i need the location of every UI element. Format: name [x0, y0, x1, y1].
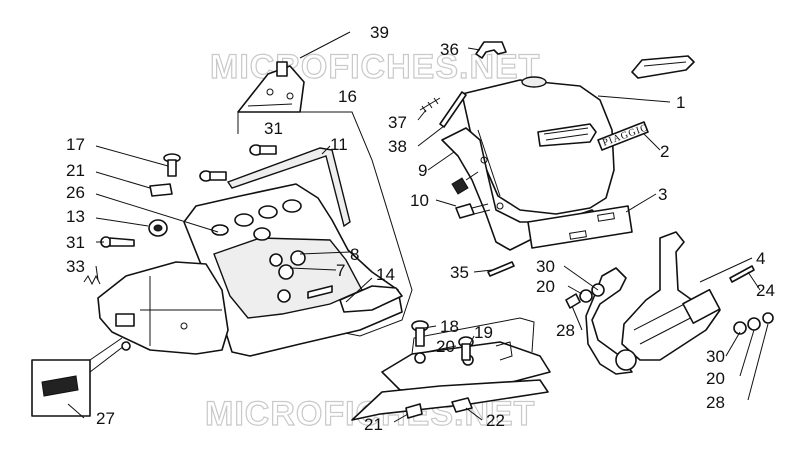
callout-28-a: 28: [556, 321, 575, 340]
callout-22: 22: [486, 411, 505, 430]
left-side-cover: [97, 261, 229, 355]
callout-30-a: 30: [536, 257, 555, 276]
callout-31-a: 31: [264, 119, 283, 138]
callout-21-a: 21: [66, 161, 85, 180]
callout-17: 17: [66, 135, 85, 154]
callout-33: 33: [66, 257, 85, 276]
lower-mount-plate: [351, 317, 551, 421]
callout-3: 3: [658, 185, 667, 204]
part-31-screw-top: [199, 144, 277, 182]
part-14-tray-lip: [339, 285, 403, 313]
fasteners-left-rack: [565, 283, 605, 309]
callout-35: 35: [450, 263, 469, 282]
callout-36: 36: [440, 40, 459, 59]
callout-2: 2: [660, 142, 669, 161]
part-1-rear-cover: [461, 76, 615, 215]
callout-37: 37: [388, 113, 407, 132]
part-4-rack: [585, 231, 721, 375]
part-19-screw: [458, 336, 474, 361]
part-38-rod: [439, 91, 467, 128]
part-18-screw: [411, 320, 429, 347]
part-36-clip: [475, 41, 507, 59]
callout-31-b: 31: [66, 233, 85, 252]
part-24-pin: [729, 265, 755, 283]
part-27-reflector: [31, 337, 131, 417]
callout-21-b: 21: [364, 415, 383, 434]
callout-30-b: 30: [706, 347, 725, 366]
callout-16: 16: [338, 87, 357, 106]
callout-10: 10: [410, 191, 429, 210]
callout-19: 19: [474, 323, 493, 342]
leader-lines: [67, 31, 769, 423]
part-11-gasket: [226, 147, 351, 228]
part-13-grommet: [148, 219, 168, 237]
callout-7: 7: [336, 261, 345, 280]
part-35-rod: [487, 261, 515, 277]
callout-27: 27: [96, 409, 115, 428]
callout-20-c: 20: [436, 337, 455, 356]
callout-9: 9: [418, 161, 427, 180]
callout-1: 1: [676, 93, 685, 112]
callout-28-b: 28: [706, 393, 725, 412]
callout-24: 24: [756, 281, 775, 300]
part-3-plate: [527, 205, 633, 249]
part-31-screw-left: [100, 236, 135, 248]
callout-18: 18: [440, 317, 459, 336]
callout-38: 38: [388, 137, 407, 156]
callout-14: 14: [376, 265, 395, 284]
part-17-screw: [163, 153, 181, 177]
callout-11: 11: [330, 135, 348, 154]
part-16-tray-outline: [237, 111, 413, 337]
callout-8: 8: [350, 245, 359, 264]
callout-20-b: 20: [706, 369, 725, 388]
part-37-spring: [419, 97, 441, 113]
part-7-8-grommets: [278, 250, 333, 299]
callouts: 39 36 1 2 3 4 24 16 37 38 9 10 35 30 20 …: [66, 23, 775, 434]
part-10-screw: [451, 171, 491, 219]
fasteners-right-rack: [733, 312, 774, 335]
callout-26: 26: [66, 183, 85, 202]
callout-39: 39: [370, 23, 389, 42]
callout-20-a: 20: [536, 277, 555, 296]
indicator-lens: [631, 55, 695, 79]
callout-4: 4: [756, 249, 765, 268]
part-21-clip: [149, 183, 173, 197]
watermark-top: MICROFICHES.NET: [210, 48, 540, 86]
callout-13: 13: [66, 207, 85, 226]
